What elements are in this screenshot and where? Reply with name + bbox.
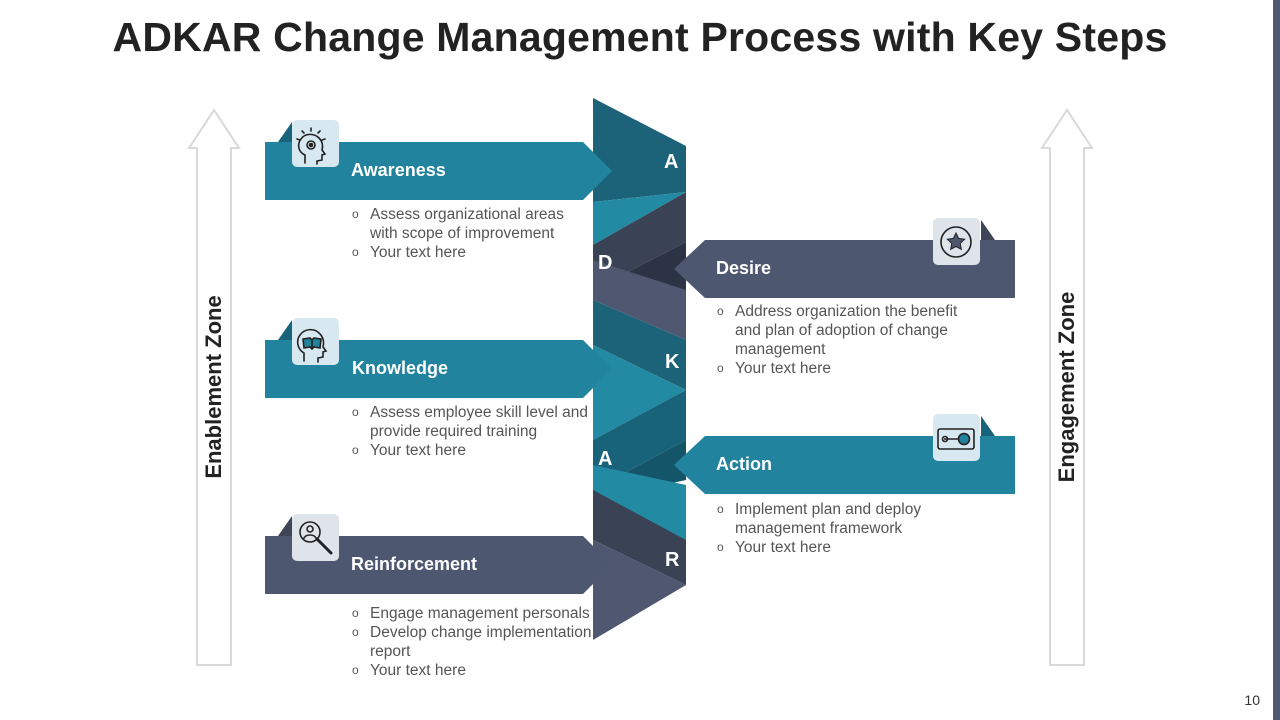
engagement-zone-arrow — [1040, 108, 1094, 666]
zigzag-letter-r: R — [665, 549, 680, 571]
bullet-item: Assess organizational areas with scope o… — [352, 205, 587, 243]
head-idea-icon — [296, 127, 327, 165]
action-title: Action — [716, 454, 772, 474]
zigzag-letter-d: D — [598, 252, 613, 274]
action-icon-tile — [933, 414, 980, 461]
zigzag-letter-k: K — [665, 351, 680, 373]
action-bullets: Implement plan and deploy management fra… — [717, 500, 952, 557]
reinforcement-banner — [265, 536, 612, 594]
head-book-icon — [296, 328, 328, 363]
bullet-item: Engage management personals — [352, 604, 597, 623]
bullet-item: Your text here — [717, 538, 952, 557]
zigzag-letter-a2: A — [598, 448, 613, 470]
desire-title: Desire — [716, 258, 772, 278]
knowledge-title: Knowledge — [352, 358, 449, 378]
star-badge-icon — [940, 226, 972, 258]
awareness-banner — [265, 142, 612, 200]
enablement-zone-label: Enablement Zone — [201, 295, 226, 479]
knowledge-banner — [265, 340, 612, 398]
knowledge-bullets: Assess employee skill level and provide … — [352, 403, 592, 460]
bullet-item: Develop change implementation report — [352, 623, 597, 661]
bullet-item: Assess employee skill level and provide … — [352, 403, 592, 441]
zigzag-letter-a1: A — [664, 151, 679, 173]
slide-title: ADKAR Change Management Process with Key… — [112, 14, 1168, 60]
bullet-item: Implement plan and deploy management fra… — [717, 500, 952, 538]
bullet-item: Your text here — [352, 441, 592, 460]
enablement-zone-arrow — [187, 108, 241, 666]
reinforcement-title: Reinforcement — [351, 554, 478, 574]
desire-bullets: Address organization the benefit and pla… — [717, 302, 972, 378]
bullet-item: Your text here — [352, 661, 597, 680]
right-accent-bar — [1273, 0, 1280, 720]
action-banner — [674, 436, 1015, 494]
desire-tab — [981, 220, 995, 240]
bullet-item: Your text here — [352, 243, 587, 262]
action-tab — [981, 416, 995, 436]
toggle-switch-icon — [937, 428, 975, 450]
adkar-zigzag-ribbon — [593, 98, 686, 640]
awareness-title: Awareness — [351, 160, 446, 180]
magnifier-person-icon — [299, 521, 333, 555]
awareness-tab — [278, 122, 292, 142]
knowledge-tab — [278, 320, 292, 340]
page-number: 10 — [1244, 692, 1260, 708]
reinforcement-tab — [278, 516, 292, 536]
bullet-item: Your text here — [717, 359, 972, 378]
bullet-item: Address organization the benefit and pla… — [717, 302, 972, 359]
desire-banner — [674, 240, 1015, 298]
engagement-zone-label: Engagement Zone — [1054, 291, 1079, 483]
awareness-bullets: Assess organizational areas with scope o… — [352, 205, 587, 262]
reinforcement-bullets: Engage management personals Develop chan… — [352, 604, 597, 680]
